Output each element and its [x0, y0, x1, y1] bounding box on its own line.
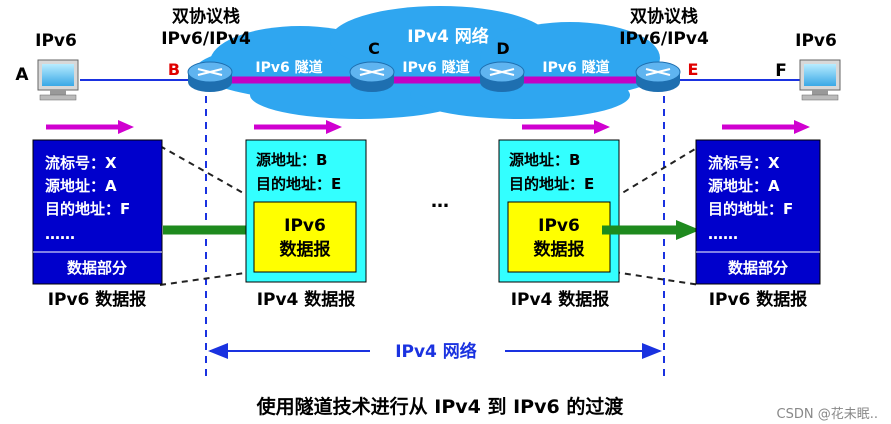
span-label: IPv4 网络: [395, 341, 477, 362]
tunnel-label-2: IPv6 隧道: [402, 59, 469, 76]
ipv4-field: 目的地址：E: [509, 175, 594, 193]
green-arrow-right: [602, 220, 700, 240]
ipv6-field: ……: [45, 225, 75, 243]
figure-title: 使用隧道技术进行从 IPv4 到 IPv6 的过渡: [256, 395, 625, 418]
ipv4-field: 源地址：B: [256, 151, 327, 169]
ipv4-field: 源地址：B: [509, 151, 580, 169]
ellipsis: …: [431, 191, 449, 212]
ipv4-caption-right: IPv4 数据报: [511, 289, 610, 310]
ipv4-packet-left: 源地址：B 目的地址：E IPv6 数据报: [245, 139, 367, 283]
ipv6-field: 流标号：X: [45, 154, 117, 172]
ipv6-field: 流标号：X: [708, 154, 780, 172]
ipv6-data-part: 数据部分: [728, 259, 788, 277]
ipv4-packet-right: 源地址：B 目的地址：E IPv6 数据报: [498, 139, 620, 283]
direction-arrows: [46, 120, 810, 134]
router-c-icon: [349, 61, 395, 92]
cloud-label: IPv4 网络: [407, 26, 489, 47]
router-d-icon: [479, 61, 525, 92]
ipv4-field: 目的地址：E: [256, 175, 341, 193]
ipv6-caption-right: IPv6 数据报: [709, 289, 808, 310]
router-e-icon: [635, 61, 681, 92]
router-b-icon: [187, 61, 233, 92]
router-e-stack-title: 双协议栈: [630, 6, 698, 27]
host-a-type: IPv6: [35, 31, 77, 51]
tunnel-label-1: IPv6 隧道: [255, 59, 322, 76]
ipv6-field: ……: [708, 225, 738, 243]
ipv6-data-part: 数据部分: [67, 259, 127, 277]
ipv6-packet-right: 流标号：X 源地址：A 目的地址：F …… 数据部分: [695, 139, 821, 285]
router-e-label: E: [688, 60, 699, 79]
ipv4-caption-left: IPv4 数据报: [257, 289, 356, 310]
payload-line1: IPv6: [538, 216, 580, 236]
ipv6-caption-left: IPv6 数据报: [48, 289, 147, 310]
router-b-stack-sub: IPv6/IPv4: [161, 29, 251, 49]
host-a-label: A: [15, 65, 29, 85]
host-f-label: F: [775, 61, 787, 81]
router-b-label: B: [168, 60, 180, 79]
expansion-lines: [159, 145, 701, 286]
watermark: CSDN @花未眠..: [777, 406, 878, 422]
ipv6-field: 目的地址：F: [708, 200, 793, 218]
host-f-computer-icon: [799, 59, 841, 101]
payload-line1: IPv6: [284, 216, 326, 236]
payload-line2: 数据报: [534, 239, 585, 260]
router-d-label: D: [496, 39, 509, 58]
payload-line2: 数据报: [280, 239, 331, 260]
host-f-type: IPv6: [795, 31, 837, 51]
ipv6-field: 目的地址：F: [45, 200, 130, 218]
router-e-stack-sub: IPv6/IPv4: [619, 29, 709, 49]
router-c-label: C: [368, 39, 380, 58]
host-a-computer-icon: [37, 59, 79, 101]
ipv6-field: 源地址：A: [708, 177, 780, 195]
tunnel-label-3: IPv6 隧道: [542, 59, 609, 76]
ipv4-cloud: IPv4 网络: [195, 6, 665, 119]
ipv6-field: 源地址：A: [45, 177, 117, 195]
router-b-stack-title: 双协议栈: [172, 6, 240, 27]
ipv6-packet-left: 流标号：X 源地址：A 目的地址：F …… 数据部分: [32, 139, 163, 285]
